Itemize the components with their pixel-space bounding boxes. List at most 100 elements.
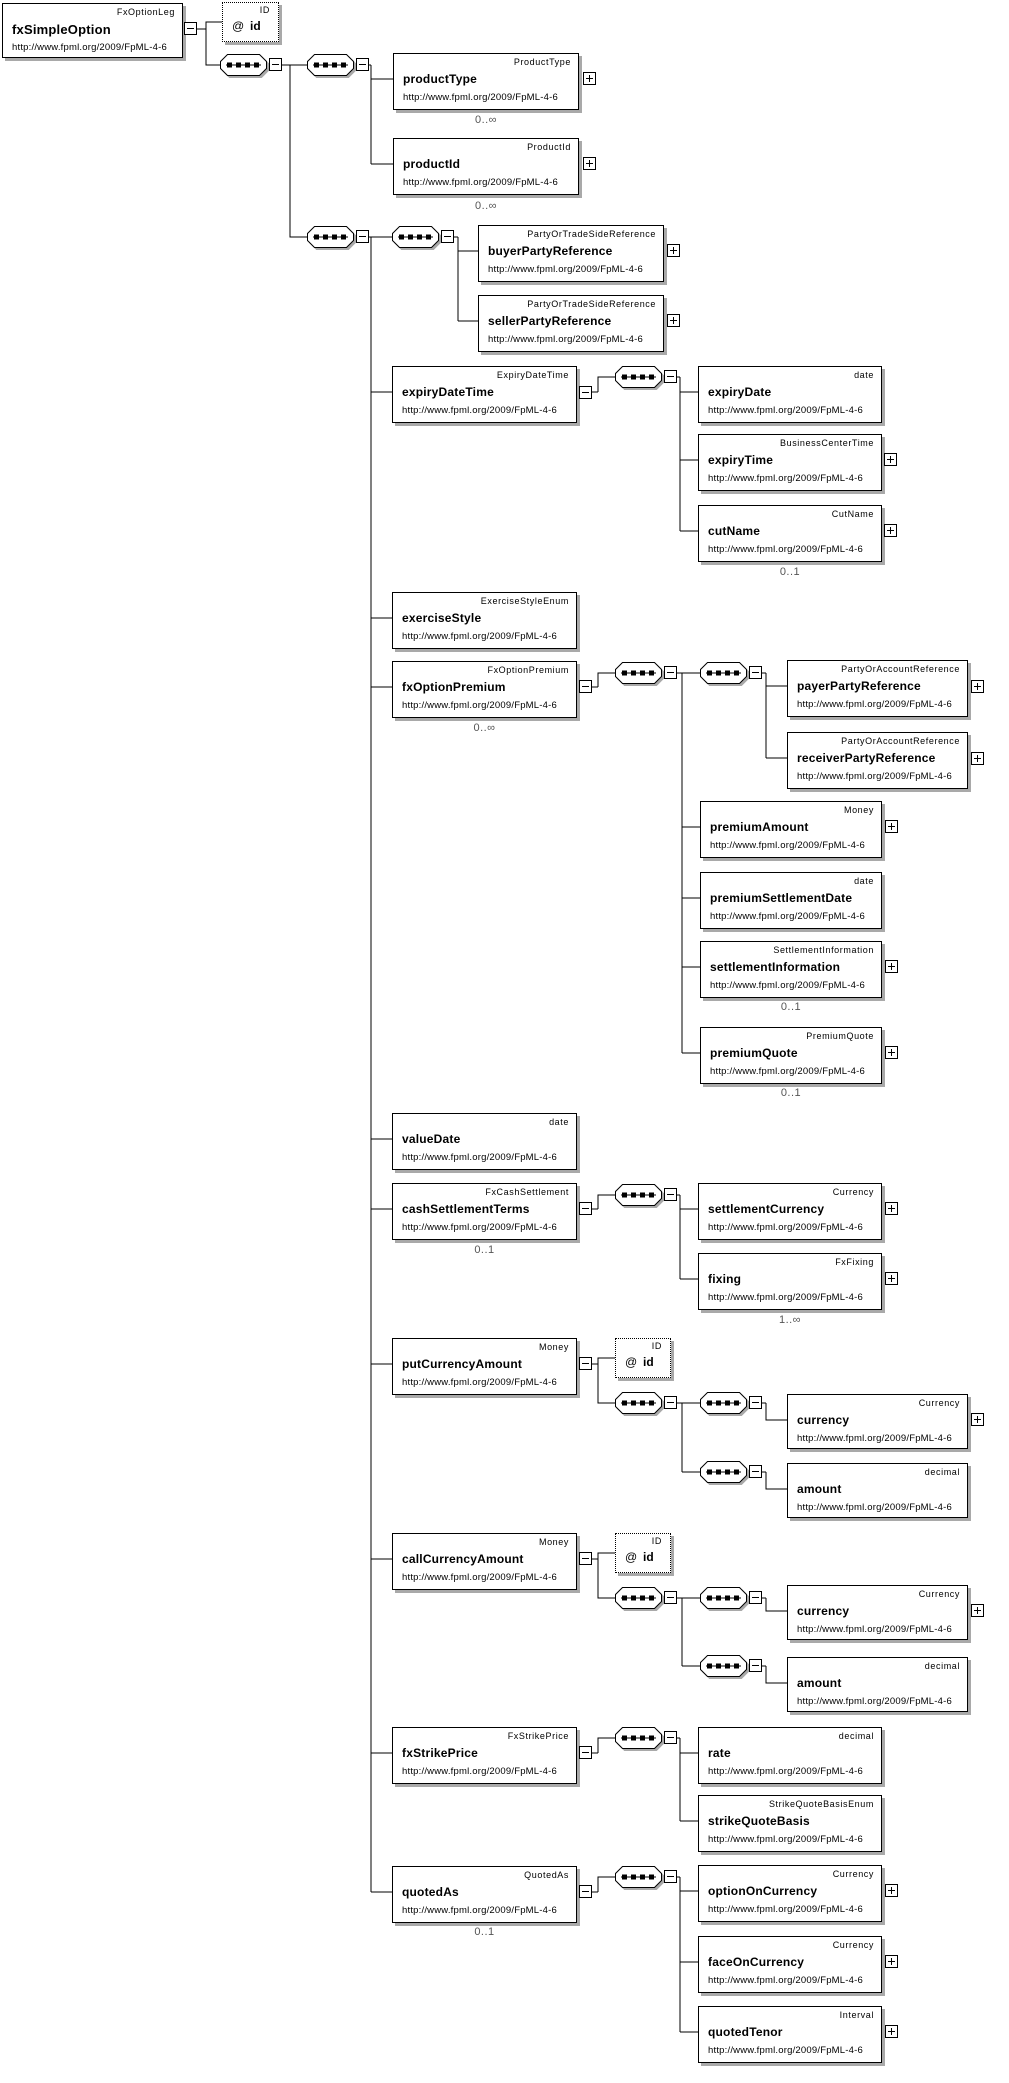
collapse-icon[interactable] [749,1591,762,1604]
collapse-icon[interactable] [579,1746,592,1759]
element-cutName[interactable]: CutName cutName http://www.fpml.org/2009… [698,505,882,562]
element-callCurrencyAmount[interactable]: Money callCurrencyAmount http://www.fpml… [392,1533,577,1590]
type-label: decimal [838,1731,874,1741]
collapse-icon[interactable] [579,1357,592,1370]
element-strikeQuoteBasis[interactable]: StrikeQuoteBasisEnum strikeQuoteBasis ht… [698,1795,882,1852]
namespace-url: http://www.fpml.org/2009/FpML-4-6 [710,911,865,922]
collapse-icon[interactable] [579,1885,592,1898]
sequence-icon [700,1587,747,1609]
type-label: Currency [918,1398,960,1408]
element-fxOptionPremium[interactable]: FxOptionPremium fxOptionPremium http://w… [392,661,577,718]
element-call-currency[interactable]: Currency currency http://www.fpml.org/20… [787,1585,968,1640]
element-optionOnCurrency[interactable]: Currency optionOnCurrency http://www.fpm… [698,1865,882,1922]
type-label: CutName [831,509,874,519]
collapse-icon[interactable] [579,680,592,693]
collapse-icon[interactable] [749,666,762,679]
expand-icon[interactable] [884,524,897,537]
collapse-icon[interactable] [184,22,197,35]
element-productId[interactable]: ProductId productId http://www.fpml.org/… [393,138,579,195]
element-name: fxStrikePrice [402,1746,478,1760]
element-exerciseStyle[interactable]: ExerciseStyleEnum exerciseStyle http://w… [392,592,577,649]
namespace-url: http://www.fpml.org/2009/FpML-4-6 [402,1572,557,1583]
collapse-icon[interactable] [579,1552,592,1565]
element-fxStrikePrice[interactable]: FxStrikePrice fxStrikePrice http://www.f… [392,1727,577,1784]
element-settlementCurrency[interactable]: Currency settlementCurrency http://www.f… [698,1183,882,1240]
collapse-icon[interactable] [269,58,282,71]
sequence-icon [220,54,267,76]
element-put-currency[interactable]: Currency currency http://www.fpml.org/20… [787,1394,968,1449]
expand-icon[interactable] [667,244,680,257]
attribute-id-root[interactable]: ID @ id [222,2,279,42]
collapse-icon[interactable] [664,370,677,383]
element-quotedAs[interactable]: QuotedAs quotedAs http://www.fpml.org/20… [392,1866,577,1923]
collapse-icon[interactable] [664,1731,677,1744]
expand-icon[interactable] [971,752,984,765]
expand-icon[interactable] [667,314,680,327]
element-cashSettlementTerms[interactable]: FxCashSettlement cashSettlementTerms htt… [392,1183,577,1240]
element-settlementInformation[interactable]: SettlementInformation settlementInformat… [700,941,882,998]
element-name: cashSettlementTerms [402,1202,530,1216]
expand-icon[interactable] [885,2025,898,2038]
collapse-icon[interactable] [441,230,454,243]
element-putCurrencyAmount[interactable]: Money putCurrencyAmount http://www.fpml.… [392,1338,577,1395]
element-expiryDateTime[interactable]: ExpiryDateTime expiryDateTime http://www… [392,366,577,423]
element-expiryTime[interactable]: BusinessCenterTime expiryTime http://www… [698,434,882,491]
attribute-id-put[interactable]: ID @ id [615,1338,671,1378]
element-premiumSettlementDate[interactable]: date premiumSettlementDate http://www.fp… [700,872,882,929]
element-put-amount[interactable]: decimal amount http://www.fpml.org/2009/… [787,1463,968,1518]
element-expiryDate[interactable]: date expiryDate http://www.fpml.org/2009… [698,366,882,423]
collapse-icon[interactable] [749,1465,762,1478]
expand-icon[interactable] [583,72,596,85]
expand-icon[interactable] [583,157,596,170]
element-productType[interactable]: ProductType productType http://www.fpml.… [393,53,579,110]
element-fxSimpleOption[interactable]: FxOptionLeg fxSimpleOption http://www.fp… [2,3,183,58]
element-receiverPartyReference[interactable]: PartyOrAccountReference receiverPartyRef… [787,732,968,789]
expand-icon[interactable] [885,1272,898,1285]
element-name: expiryTime [708,453,774,467]
type-label: FxCashSettlement [485,1187,569,1197]
expand-icon[interactable] [885,820,898,833]
attribute-at-sign: @ [625,1355,638,1369]
expand-icon[interactable] [885,960,898,973]
type-label: date [549,1117,569,1127]
expand-icon[interactable] [885,1046,898,1059]
occurs-label: 0..∞ [473,722,496,734]
expand-icon[interactable] [885,1955,898,1968]
element-valueDate[interactable]: date valueDate http://www.fpml.org/2009/… [392,1113,577,1170]
collapse-icon[interactable] [664,1396,677,1409]
expand-icon[interactable] [971,1604,984,1617]
element-buyerPartyReference[interactable]: PartyOrTradeSideReference buyerPartyRefe… [478,225,664,282]
collapse-icon[interactable] [749,1396,762,1409]
collapse-icon[interactable] [664,1870,677,1883]
sequence-icon [700,662,747,684]
type-label: Interval [839,2010,874,2020]
expand-icon[interactable] [971,1413,984,1426]
collapse-icon[interactable] [356,58,369,71]
namespace-url: http://www.fpml.org/2009/FpML-4-6 [402,631,557,642]
element-premiumAmount[interactable]: Money premiumAmount http://www.fpml.org/… [700,801,882,858]
expand-icon[interactable] [971,680,984,693]
element-sellerPartyReference[interactable]: PartyOrTradeSideReference sellerPartyRef… [478,295,664,352]
collapse-icon[interactable] [356,230,369,243]
expand-icon[interactable] [885,1884,898,1897]
occurs-label: 0..1 [779,566,801,578]
element-quotedTenor[interactable]: Interval quotedTenor http://www.fpml.org… [698,2006,882,2063]
collapse-icon[interactable] [579,1202,592,1215]
element-fixing[interactable]: FxFixing fixing http://www.fpml.org/2009… [698,1253,882,1310]
collapse-icon[interactable] [749,1659,762,1672]
expand-icon[interactable] [884,453,897,466]
namespace-url: http://www.fpml.org/2009/FpML-4-6 [797,1433,952,1444]
expand-icon[interactable] [885,1202,898,1215]
collapse-icon[interactable] [664,1188,677,1201]
element-faceOnCurrency[interactable]: Currency faceOnCurrency http://www.fpml.… [698,1936,882,1993]
element-name: valueDate [402,1132,461,1146]
element-rate[interactable]: decimal rate http://www.fpml.org/2009/Fp… [698,1727,882,1784]
collapse-icon[interactable] [664,666,677,679]
type-label: date [854,370,874,380]
attribute-id-call[interactable]: ID @ id [615,1533,671,1573]
collapse-icon[interactable] [664,1591,677,1604]
element-premiumQuote[interactable]: PremiumQuote premiumQuote http://www.fpm… [700,1027,882,1084]
element-call-amount[interactable]: decimal amount http://www.fpml.org/2009/… [787,1657,968,1712]
collapse-icon[interactable] [579,386,592,399]
element-payerPartyReference[interactable]: PartyOrAccountReference payerPartyRefere… [787,660,968,717]
